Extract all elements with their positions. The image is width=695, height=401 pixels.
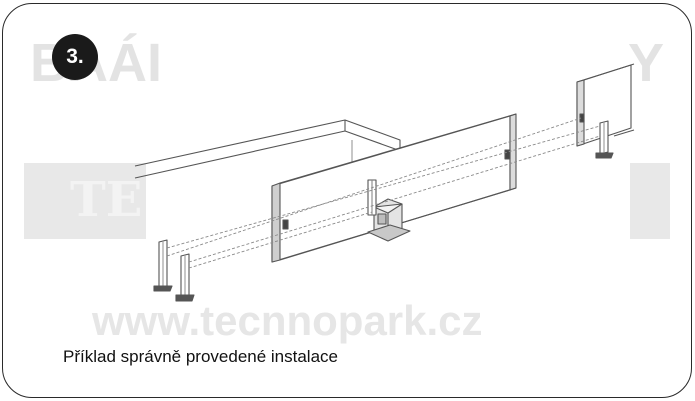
photocell-post-left-2-icon <box>175 253 195 302</box>
step-number-badge: 3. <box>52 34 98 80</box>
watermark-bar-right <box>630 163 670 239</box>
infrared-beams <box>166 117 601 269</box>
watermark-bar-left <box>24 163 146 239</box>
figure-caption: Příklad správně provedené instalace <box>63 347 338 366</box>
watermark-bar-text: TE <box>70 172 143 228</box>
gate-motor-icon <box>367 198 411 242</box>
watermark-right-fragment: Y <box>628 33 665 93</box>
photocell-post-right-icon <box>595 120 614 159</box>
photocell-post-center-icon <box>367 179 377 216</box>
gate-panel-icon <box>271 113 517 263</box>
photocell-post-left-icon <box>153 239 173 292</box>
wall-section-right-icon <box>576 63 635 147</box>
watermark-site: www.tecnnopark.cz <box>92 297 483 344</box>
